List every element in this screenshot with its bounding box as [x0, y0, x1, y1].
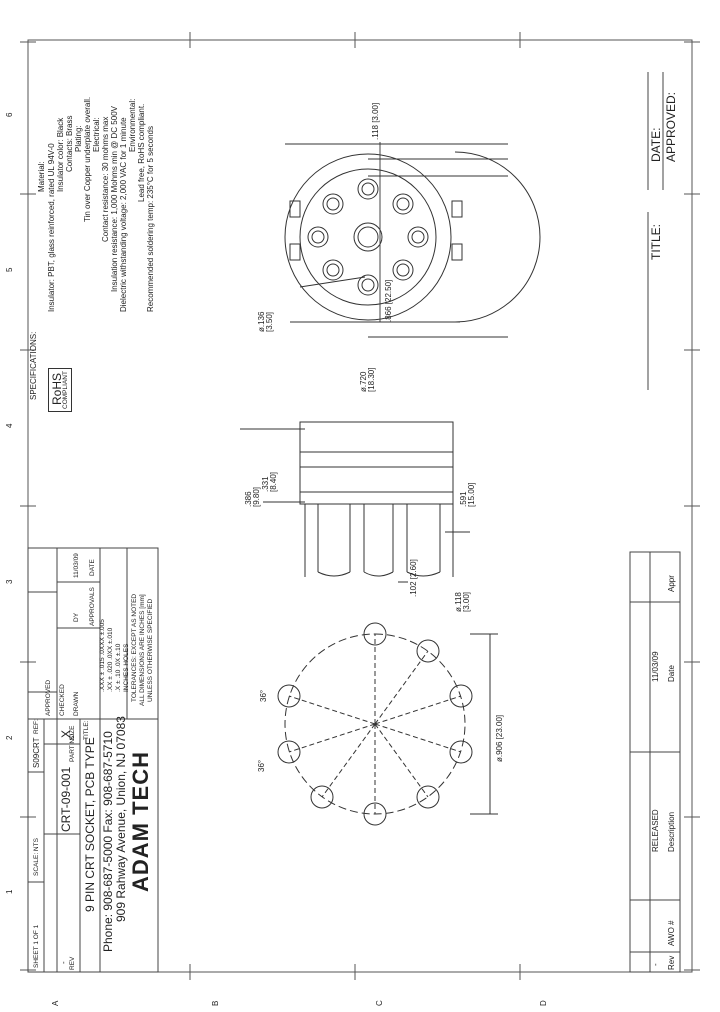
- dim-body-height: .866 [22.50]: [384, 279, 393, 322]
- part-number: CRT-09-001: [59, 766, 73, 832]
- spec-line: Insulator: PBT, glass reinforced, rated …: [47, 143, 56, 312]
- dim-width-591: .591 [15.00]: [459, 482, 476, 507]
- spec-line: Insulation resistance: 1,000 Mohms min @…: [110, 106, 119, 292]
- rev-header: AWO #: [667, 920, 676, 946]
- rev-value: -: [59, 961, 68, 964]
- tolerance-line: TOLERANCES: EXCEPT AS NOTED: [131, 593, 138, 702]
- dim-body-dia: ø.720 [18.30]: [359, 367, 376, 392]
- tolerance-line: INCHES HOLES: [123, 643, 130, 692]
- zone-label: 4: [5, 423, 14, 428]
- spec-line: Dielectric withstanding voltage: 2,000 V…: [119, 117, 128, 312]
- spec-line: Tin over Copper underplate overall.: [83, 96, 92, 222]
- dim-hole-118: ø.118 [3.00]: [454, 591, 471, 612]
- rohs-sub: COMPLIANT: [62, 371, 69, 409]
- approval-row-label: DRAWN: [73, 691, 80, 716]
- approved-label: APPROVED:: [664, 91, 678, 162]
- approval-row-name: DY: [73, 612, 80, 622]
- rev-cell: RELEASED: [651, 809, 660, 852]
- rev-header: Date: [667, 665, 676, 682]
- dim-tail-331: .331 [8.40]: [261, 471, 278, 492]
- dim-angle-a: 36°: [259, 689, 268, 702]
- drawing-title: 9 PIN CRT SOCKET, PCB TYPE: [83, 737, 97, 912]
- part-label: PART NO.: [69, 732, 76, 762]
- ref-value: S09CRT: [32, 737, 41, 768]
- spec-line: Lead free, RoHS compliant.: [137, 103, 146, 202]
- dim-circle-906: ø.906 [23.00]: [495, 714, 504, 762]
- spec-line: Plating:: [74, 125, 83, 152]
- spec-line: Insulator color: Black: [56, 117, 65, 192]
- zone-label: A: [51, 1000, 60, 1006]
- company-address: 909 Rahway Avenue, Union, NJ 07083: [114, 716, 128, 922]
- zone-label: 3: [5, 579, 14, 584]
- dim-tail-386: .386 [9.80]: [244, 486, 261, 507]
- sheet-label: SHEET 1 OF 1: [33, 924, 40, 968]
- date-header: DATE: [89, 559, 96, 576]
- zone-label: B: [211, 1000, 220, 1006]
- zone-label: 6: [5, 112, 14, 117]
- date-label: DATE:: [649, 127, 663, 162]
- spec-line: Contact resistance: 30 mohms max: [101, 116, 110, 242]
- rohs-badge: RoHS COMPLIANT: [48, 368, 72, 412]
- dim-pin-spacing: .118 [3.00]: [371, 102, 380, 140]
- approval-row-label: CHECKED: [59, 684, 66, 716]
- spec-line: Electrical:: [92, 117, 101, 152]
- company-phone: Phone: 908-687-5000 Fax: 908-687-5710: [101, 731, 115, 952]
- approval-row-date: 11/03/09: [73, 553, 80, 578]
- rev-cell: -: [651, 963, 660, 966]
- zone-label: C: [375, 1000, 384, 1006]
- company-name: ADAM TECH: [128, 751, 153, 892]
- scale-label: SCALE: NTS: [33, 838, 40, 876]
- tolerance-line: .X ± .10 .0X ±.10: [115, 643, 122, 692]
- dim-pin-102: .102 [2.60]: [409, 559, 418, 597]
- spec-line: Environmental:: [128, 98, 137, 152]
- rev-header: Description: [667, 811, 676, 852]
- spec-line: Material:: [37, 161, 46, 192]
- rev-header: Appr: [667, 575, 676, 592]
- zone-label: 5: [5, 267, 14, 272]
- tolerance-line: ALL DIMENSIONS ARE INCHES [mm]: [139, 594, 146, 706]
- zone-label: 1: [5, 889, 14, 894]
- rev-header: Rev: [667, 955, 676, 970]
- rev-label: REV: [69, 956, 76, 970]
- specs-heading: SPECIFICATIONS:: [29, 331, 38, 400]
- ref-label: REF:: [33, 719, 40, 734]
- zone-label: D: [539, 1000, 548, 1006]
- spec-line: Contacts: Brass: [65, 115, 74, 172]
- tolerance-line: .XX ± .020 .0XX ±.010: [107, 627, 114, 692]
- tolerance-line: .XXX ± .015 .0XXX ±.005: [99, 619, 106, 692]
- dim-angle-b: 36°: [257, 759, 266, 772]
- zone-label: 2: [5, 735, 14, 740]
- tolerance-line: UNLESS OTHERWISE SPECIFIED: [147, 598, 154, 702]
- approval-row-label: APPROVED: [45, 679, 52, 716]
- title-label: TITLE:: [649, 223, 663, 260]
- approvals-header: APPROVALS: [89, 587, 96, 626]
- rev-cell: 11/03/09: [651, 651, 660, 682]
- spec-line: Recommended soldering temp: 235°C for 5 …: [146, 126, 155, 312]
- dim-center-hole: ø.136 [3.50]: [257, 311, 274, 332]
- specifications: SPECIFICATIONS:: [29, 40, 38, 400]
